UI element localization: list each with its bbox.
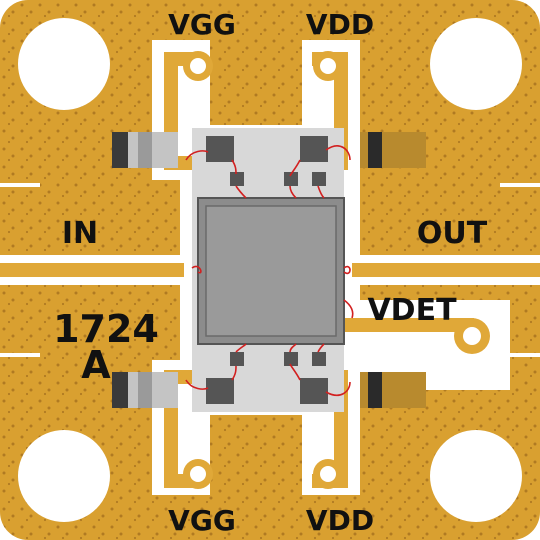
rf-output-trace — [352, 263, 540, 277]
silkscreen-labels: VGG VDD VGG VDD IN OUT VDET 1724 A — [53, 8, 488, 537]
vdd-top-label: VDD — [306, 8, 374, 41]
rf-in-label: IN — [62, 216, 98, 251]
bond-pads — [206, 136, 328, 404]
bond-wires — [185, 145, 354, 397]
vdet-trace — [344, 318, 474, 332]
rf-out-label: OUT — [417, 216, 488, 251]
capacitor-top-left — [112, 132, 178, 168]
part-number-label: 1724 — [53, 307, 159, 351]
rf-input-trace — [0, 263, 184, 277]
mounting-hole-bottom-left — [18, 430, 110, 522]
capacitor-bottom-left — [112, 372, 178, 408]
capacitor-bottom-right — [360, 372, 426, 408]
mounting-hole-top-left — [18, 18, 110, 110]
vdet-label: VDET — [367, 293, 457, 328]
part-suffix-label: A — [81, 343, 111, 387]
vdd-bottom-label: VDD — [306, 504, 374, 537]
vgg-top-label: VGG — [168, 8, 236, 41]
mounting-holes — [18, 18, 522, 522]
mounting-hole-bottom-right — [430, 430, 522, 522]
vgg-bottom-label: VGG — [168, 504, 236, 537]
decoupling-capacitors — [112, 132, 426, 408]
mounting-hole-top-right — [430, 18, 522, 110]
mmic-die-active-area — [205, 205, 337, 337]
capacitor-top-right — [360, 132, 426, 168]
test-points — [183, 51, 490, 489]
